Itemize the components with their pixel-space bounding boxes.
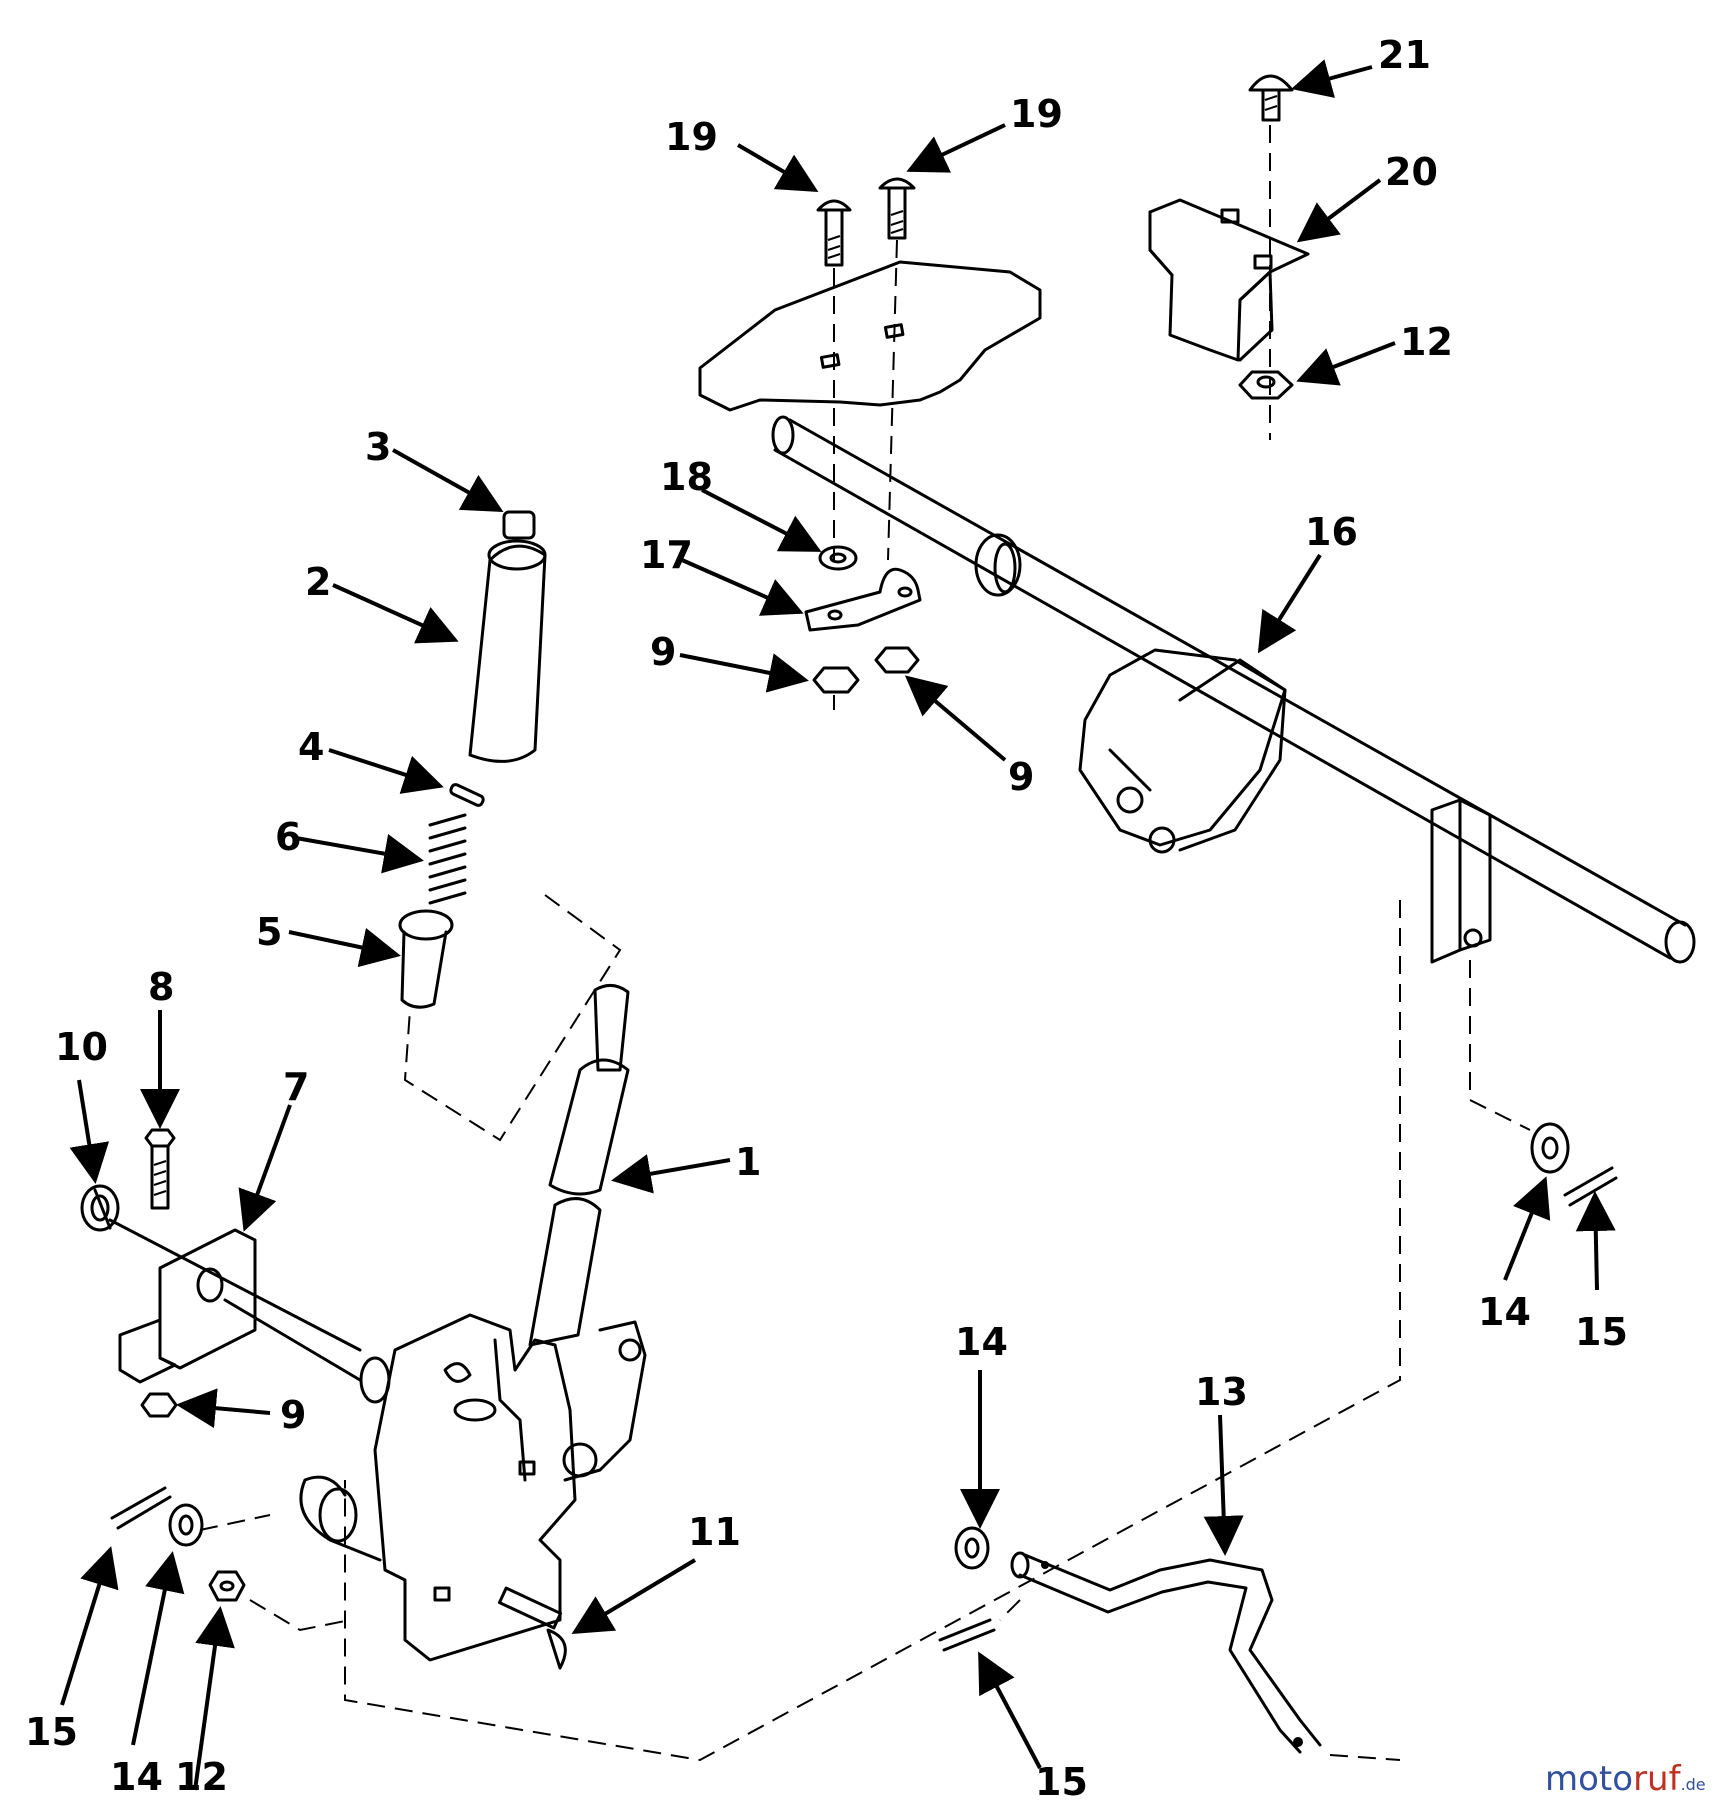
callout-1: 1: [735, 1140, 761, 1184]
washer-14-right: [1530, 1122, 1570, 1174]
handle-grip-2: [468, 539, 547, 763]
callout-9-upper-left: 9: [650, 630, 676, 674]
callout-14-rod: 14: [955, 1320, 1008, 1364]
watermark-logo: motoruf.de: [1545, 1759, 1706, 1799]
hex-nut-12-lower: [208, 1570, 246, 1602]
callout-15-rod: 15: [1035, 1760, 1088, 1800]
callout-14-left: 14: [110, 1755, 163, 1799]
carriage-bolt-left: [816, 199, 852, 267]
callout-7: 7: [283, 1065, 309, 1109]
washer-14-left: [168, 1503, 204, 1547]
mounting-plate: [698, 260, 1042, 412]
cotter-pin-15-right: [1563, 1166, 1618, 1207]
callout-6: 6: [275, 815, 301, 859]
hex-nut-9-left: [812, 666, 860, 694]
pin-4: [449, 783, 485, 807]
callout-9-upper-right: 9: [1008, 755, 1034, 799]
callout-2: 2: [305, 560, 331, 604]
clamp-17: [804, 567, 922, 632]
hex-nut-9-right: [874, 646, 920, 674]
link-rod-13: [1010, 1551, 1322, 1754]
callout-18: 18: [660, 455, 713, 499]
callout-11: 11: [688, 1510, 741, 1554]
control-lever-1: [528, 984, 630, 1347]
callout-4: 4: [298, 725, 324, 769]
bracket-20: [1148, 198, 1310, 362]
callout-17: 17: [640, 533, 693, 577]
callout-19-left: 19: [665, 115, 718, 159]
bolt-21: [1248, 74, 1294, 122]
washer-14-rod: [954, 1526, 990, 1570]
cotter-pin-15-left: [110, 1486, 172, 1530]
cap-3: [502, 510, 536, 540]
callout-20: 20: [1385, 150, 1438, 194]
washer-18: [818, 545, 858, 571]
angle-bracket-7: [118, 1228, 362, 1384]
callout-9-bracket: 9: [280, 1393, 306, 1437]
callout-15-left: 15: [25, 1710, 78, 1754]
callout-8: 8: [148, 965, 174, 1009]
callout-21: 21: [1378, 33, 1431, 77]
bolt-8: [144, 1128, 176, 1210]
callout-13: 13: [1195, 1370, 1248, 1414]
leader-lines: [60, 59, 1616, 1791]
cross-shaft-16: [771, 415, 1696, 964]
bolt-11: [497, 1586, 567, 1670]
callout-16: 16: [1305, 510, 1358, 554]
hex-nut-9-bracket: [140, 1392, 178, 1418]
cotter-pin-15-rod: [938, 1618, 996, 1652]
svg-text:motoruf.de: motoruf.de: [1545, 1759, 1706, 1799]
shaft-lever-plate: [1430, 798, 1492, 964]
pivot-bracket: [299, 1313, 647, 1662]
hex-nut-12-top: [1238, 370, 1294, 400]
callout-labels: 21 19 19 20 12 3 18 16 17 2 9 9 4 6 5 8 …: [25, 33, 1628, 1800]
spring-6: [428, 813, 467, 905]
lock-washer-10: [80, 1184, 120, 1232]
callout-5: 5: [256, 910, 282, 954]
callout-3: 3: [365, 425, 391, 469]
carriage-bolt-right: [878, 177, 916, 240]
callout-14-right: 14: [1478, 1290, 1531, 1334]
bushing-5: [398, 909, 454, 1009]
callout-10: 10: [55, 1025, 108, 1069]
shaft-arm-16: [1078, 648, 1287, 854]
callout-12-top: 12: [1400, 320, 1453, 364]
callout-15-right: 15: [1575, 1310, 1628, 1354]
callout-19-right: 19: [1010, 92, 1063, 136]
callout-12-lower: 12: [175, 1755, 228, 1799]
